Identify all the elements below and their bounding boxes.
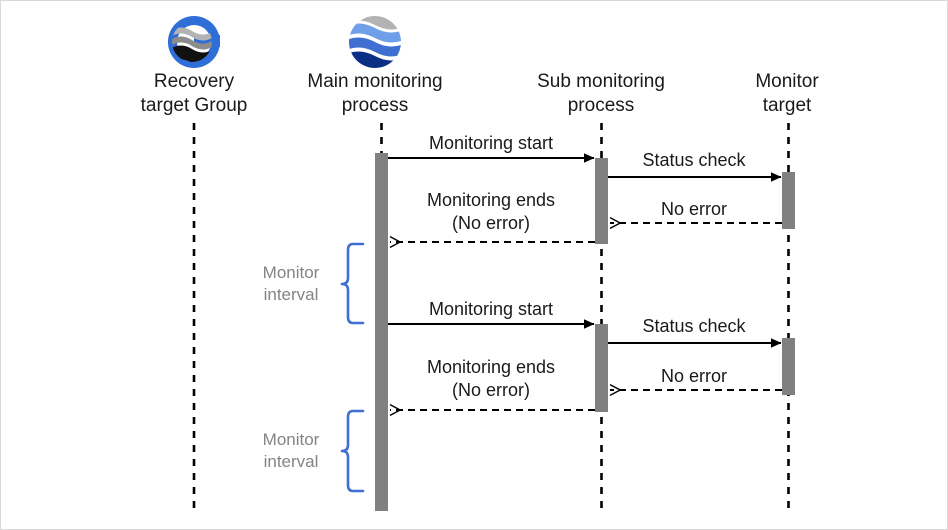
globe-g-icon [161,9,227,80]
lifeline-header-monitor-target: Monitor target [755,71,819,116]
activation-sub-process-1 [595,158,608,244]
message-label-monitoring-start-2: Monitoring start [428,299,554,319]
activation-sub-process-2 [595,324,608,412]
brace-monitor-interval-1 [340,242,365,325]
message-label-no-error-1: No error [660,199,727,219]
message-arrows [388,153,782,410]
message-label-monitoring-ends-2: Monitoring ends (No error) [426,357,556,400]
lifeline-header-sub-monitoring-process: Sub monitoring process [537,71,665,116]
lifeline-header-main-monitoring-process: Main monitoring process [307,71,443,116]
globe-wave-icon [342,9,408,80]
activation-monitor-target-1 [782,172,795,229]
lifeline-header-recovery-target-group: Recovery target Group [140,71,248,116]
activation-main-process [375,153,388,511]
interval-label-monitor-interval-2: Monitor interval [262,430,320,471]
message-label-monitoring-start-1: Monitoring start [428,133,554,153]
brace-monitor-interval-2 [340,409,365,493]
message-label-status-check-1: Status check [642,150,746,170]
activation-bars [375,153,795,511]
message-label-no-error-2: No error [660,366,727,386]
message-label-monitoring-ends-1: Monitoring ends (No error) [426,190,556,233]
activation-monitor-target-2 [782,338,795,395]
message-label-status-check-2: Status check [642,316,746,336]
interval-braces [340,242,365,493]
interval-label-monitor-interval-1: Monitor interval [262,263,320,304]
